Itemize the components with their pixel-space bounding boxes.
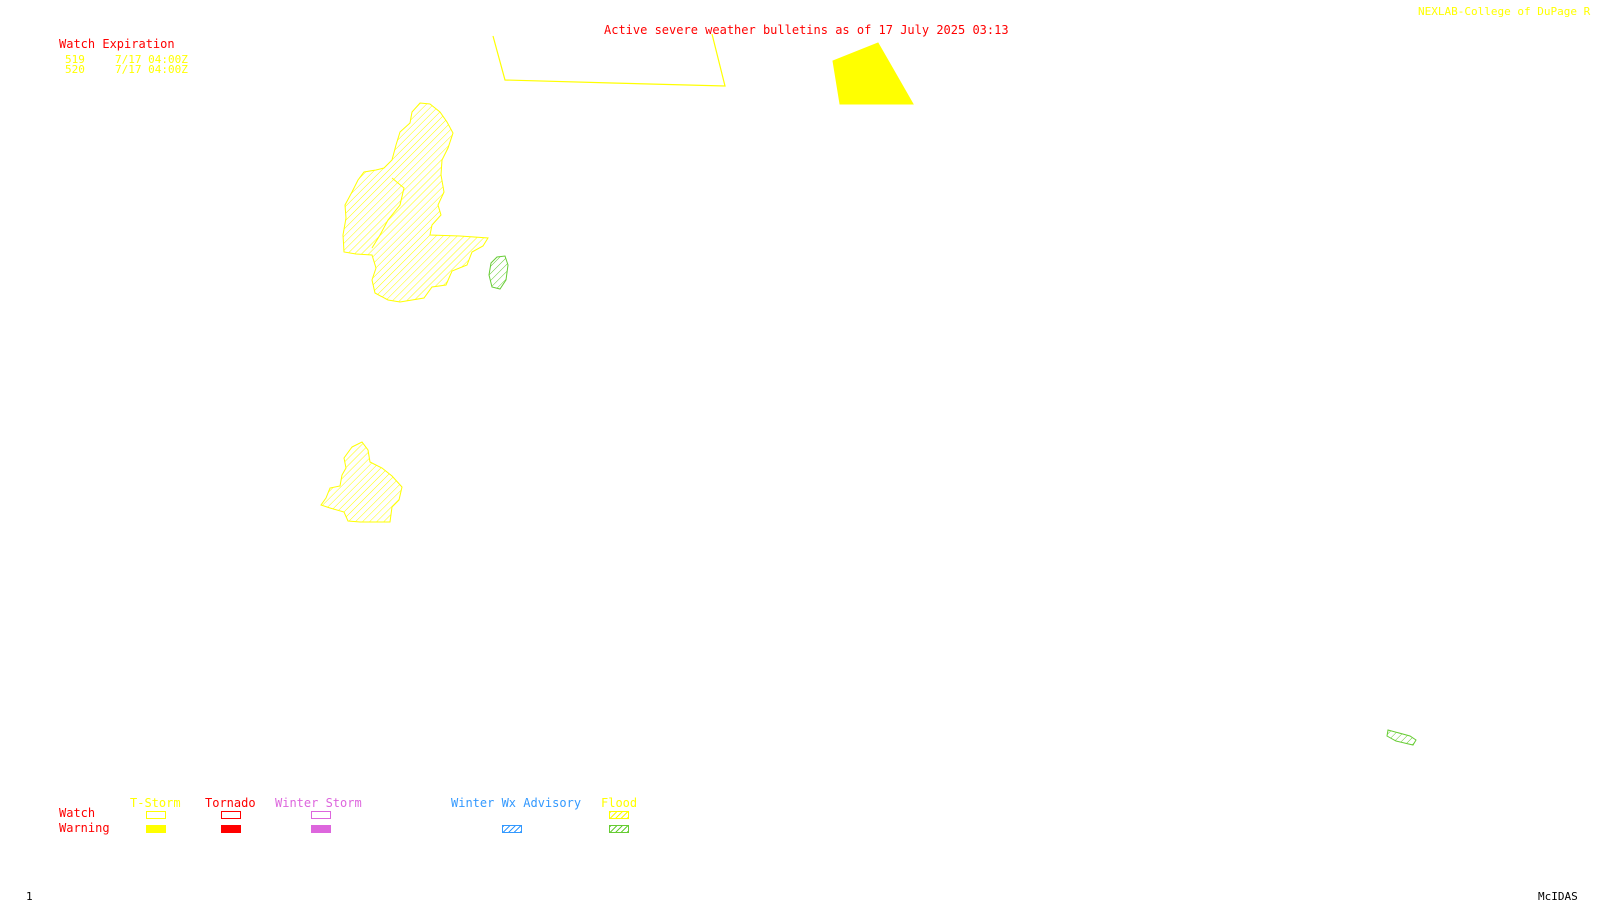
swatch-winter-wx-advisory <box>502 825 522 833</box>
swatch-tstorm-warning <box>146 825 166 833</box>
flood-watch-area-north-inner <box>371 177 405 249</box>
legend-label-winter-wx-advisory: Winter Wx Advisory <box>451 796 582 810</box>
flood-watch-area-north <box>342 102 489 303</box>
software-label: McIDAS <box>1538 890 1578 903</box>
swatch-winter-storm-watch <box>311 811 331 819</box>
swatch-tornado-watch <box>221 811 241 819</box>
flood-warning-oval <box>488 255 509 290</box>
swatch-tstorm-watch <box>146 811 166 819</box>
watch-time: 7/17 04:00Z <box>115 53 188 66</box>
legend-row-warning: Warning <box>59 821 110 835</box>
flood-warning-sliver <box>1386 729 1417 746</box>
swatch-flood-watch <box>609 811 629 819</box>
credit-text: NEXLAB-College of DuPage R <box>1418 5 1591 18</box>
tstorm-watch-outline <box>492 33 726 87</box>
watch-time: 7/17 04:00Z <box>115 63 188 76</box>
legend-label-flood: Flood <box>601 796 638 810</box>
tstorm-warning-polygon <box>832 42 914 105</box>
watch-id: 520 <box>65 63 85 76</box>
swatch-tornado-warning <box>221 825 241 833</box>
watch-expiration-heading: Watch Expiration <box>59 37 175 51</box>
legend-label-tornado: Tornado <box>205 796 256 810</box>
watch-id: 519 <box>65 53 85 66</box>
frame-number: 1 <box>26 890 33 903</box>
legend-label-winter-storm: Winter Storm <box>275 796 362 810</box>
swatch-winter-storm-warning <box>311 825 331 833</box>
legend-label-tstorm: T-Storm <box>130 796 181 810</box>
legend-row-watch: Watch <box>59 806 96 820</box>
flood-watch-area-south <box>320 441 403 523</box>
swatch-flood-warning <box>609 825 629 833</box>
bulletin-title: Active severe weather bulletins as of 17… <box>604 23 1009 37</box>
